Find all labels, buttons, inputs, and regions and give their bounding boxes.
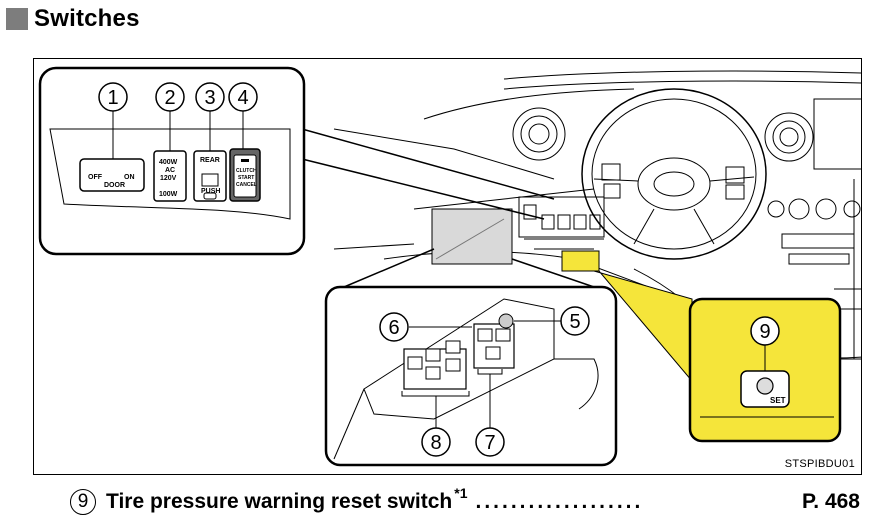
callout-7-circle xyxy=(475,427,505,457)
callout-8: 8 xyxy=(430,432,441,454)
callout-5: 5 xyxy=(569,311,580,333)
callout-5-circle xyxy=(560,306,590,336)
clutch-label-3: CANCEL xyxy=(236,182,257,188)
footer-page-ref[interactable]: P. 468 xyxy=(801,490,860,513)
figure-drawing: OFF ON DOOR 400W AC 120V 100W REAR PUSH … xyxy=(38,66,861,467)
detail-panel-top xyxy=(38,66,555,256)
footer-number: 9 xyxy=(77,491,89,512)
door-switch-off: OFF xyxy=(88,174,103,181)
section-header: Switches xyxy=(6,4,140,34)
footer-leader-dots: ................... xyxy=(475,490,644,513)
switches-figure: OFF ON DOOR 400W AC 120V 100W REAR PUSH … xyxy=(33,58,862,475)
callout-1-circle xyxy=(98,82,128,112)
detail-panel-bottom xyxy=(324,248,618,467)
callout-2: 2 xyxy=(164,87,175,109)
clutch-label-2: START xyxy=(238,175,254,181)
highlight-panel xyxy=(561,250,842,443)
footer-label: Tire pressure warning reset switch xyxy=(106,490,453,513)
callout-7: 7 xyxy=(484,432,495,454)
section-title: Switches xyxy=(34,5,140,32)
door-switch-on: ON xyxy=(124,174,135,181)
callout-8-circle xyxy=(421,427,451,457)
callout-6: 6 xyxy=(388,317,399,339)
push-label: PUSH xyxy=(201,188,220,195)
callout-1: 1 xyxy=(107,87,118,109)
footer-reference: 9 Tire pressure warning reset switch *1 … xyxy=(70,484,860,520)
clutch-label-1: CLUTCH xyxy=(236,168,257,174)
callout-2-circle xyxy=(155,82,185,112)
outlet-120v: 120V xyxy=(160,175,177,182)
callout-9-circle xyxy=(750,316,780,346)
callout-6-circle xyxy=(379,312,409,342)
reset-set-label: SET xyxy=(770,396,786,405)
door-switch-door: DOOR xyxy=(104,182,125,189)
outlet-ac: AC xyxy=(165,167,175,174)
outlet-100w: 100W xyxy=(159,191,178,198)
rear-label: REAR xyxy=(200,157,220,164)
callout-9: 9 xyxy=(759,321,770,343)
footer-superscript: *1 xyxy=(454,485,468,501)
callout-4-circle xyxy=(228,82,258,112)
outlet-400w: 400W xyxy=(159,159,178,166)
header-marker xyxy=(6,8,28,30)
figure-code: STSPIBDU01 xyxy=(784,458,855,470)
footer-number-circle: 9 xyxy=(70,489,96,515)
callout-3-circle xyxy=(195,82,225,112)
callout-3: 3 xyxy=(204,87,215,109)
callout-4: 4 xyxy=(237,87,248,109)
